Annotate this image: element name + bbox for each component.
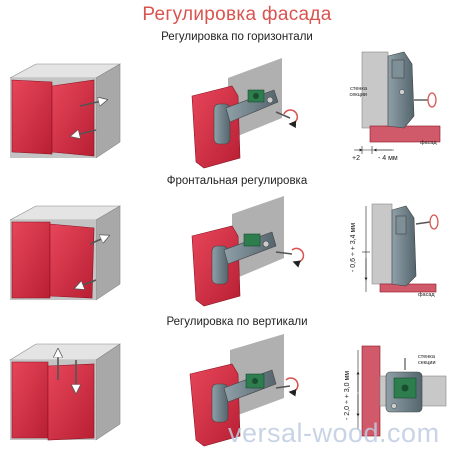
wall-label-horizontal: стенка секции xyxy=(349,86,367,98)
facade-label-frontal: фасад xyxy=(418,292,435,298)
hinge-section-horizontal xyxy=(354,51,441,154)
hinge-section-vertical xyxy=(356,345,447,437)
hinge-closeup-horizontal xyxy=(191,58,299,169)
range-measure-frontal: - 0,6 ÷ + 3,4 мм xyxy=(350,222,357,272)
facade-label-horizontal: фасад xyxy=(420,140,437,146)
hinge-section-frontal xyxy=(362,203,439,293)
section-title-horizontal: Регулировка по горизонтали xyxy=(161,31,313,43)
range-measure-vertical: - 2,0 ÷ + 3,0 мм xyxy=(344,370,351,420)
plus-measure-horizontal: +2 xyxy=(352,155,360,162)
minus-measure-horizontal: - 4 мм xyxy=(378,155,398,162)
section-title-frontal: Фронтальная регулировка xyxy=(166,175,308,187)
wall-label-vertical: стенка секции xyxy=(418,354,436,366)
hinge-closeup-frontal xyxy=(191,196,305,307)
cabinet-frontal xyxy=(9,205,122,301)
hinge-closeup-vertical xyxy=(189,334,299,447)
page-title: Регулировка фасада xyxy=(142,4,332,25)
cabinet-vertical xyxy=(8,343,121,441)
watermark: versal-wood.com xyxy=(228,418,440,448)
section-title-vertical: Регулировка по вертикали xyxy=(166,316,308,328)
cabinet-horizontal xyxy=(9,63,122,159)
